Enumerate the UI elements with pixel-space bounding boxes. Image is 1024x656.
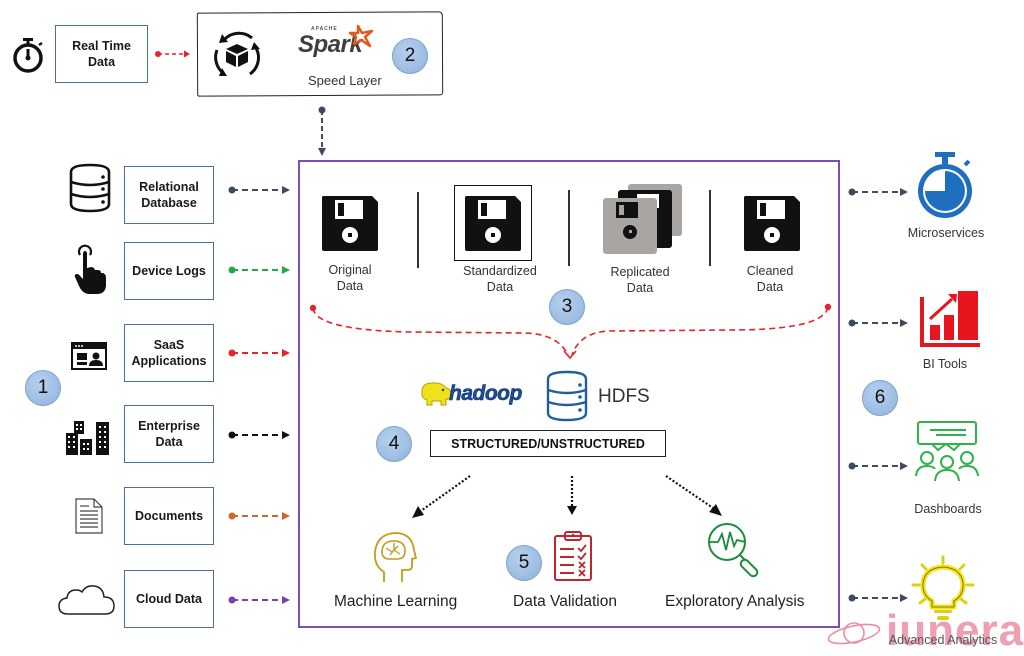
source-device-logs[interactable]: Device Logs xyxy=(124,242,214,300)
spark-star-icon xyxy=(348,24,374,48)
stopwatch-icon xyxy=(10,36,46,74)
step-badge-1: 1 xyxy=(25,370,61,406)
package-sync-icon xyxy=(210,28,264,82)
processing-label-validation: Data Validation xyxy=(513,593,617,610)
output-arrow xyxy=(848,319,908,327)
output-arrow xyxy=(848,462,908,470)
lightbulb-icon xyxy=(908,555,978,627)
processing-arrows xyxy=(412,475,722,518)
step-badge-4: 4 xyxy=(376,426,412,462)
step-badge-2: 2 xyxy=(392,38,428,74)
iunera-brand-text: iunera xyxy=(886,606,1024,655)
stage-label-replicated: Replicated Data xyxy=(610,265,670,296)
source-documents[interactable]: Documents xyxy=(124,487,214,545)
source-arrow xyxy=(228,186,290,194)
hadoop-elephant-icon xyxy=(421,382,452,406)
hadoop-logo-text: hadoop xyxy=(449,382,523,406)
source-arrow xyxy=(228,431,290,439)
output-label-microservices: Microservices xyxy=(907,226,985,240)
spark-logo: APACHE Spark xyxy=(298,24,378,66)
source-saas-applications[interactable]: SaaS Applications xyxy=(124,324,214,382)
speed-to-lake-arrow xyxy=(318,106,326,156)
floppy-original-icon xyxy=(320,193,380,253)
dashboards-people-icon xyxy=(912,420,982,482)
bi-chart-icon xyxy=(918,287,982,349)
source-relational-database[interactable]: Relational Database xyxy=(124,166,214,224)
speed-layer-label: Speed Layer xyxy=(308,73,382,88)
source-enterprise-data[interactable]: Enterprise Data xyxy=(124,405,214,463)
output-label-bi-tools: BI Tools xyxy=(922,357,968,371)
hdfs-database-icon xyxy=(546,370,588,422)
brain-head-icon xyxy=(372,530,418,584)
stage-label-standardized: Standardized Data xyxy=(463,264,537,295)
iunera-watermark: iunera xyxy=(826,606,1024,655)
source-arrow xyxy=(228,266,290,274)
web-app-icon xyxy=(71,342,107,370)
database-icon xyxy=(68,163,112,213)
document-icon xyxy=(75,498,103,534)
step-badge-3: 3 xyxy=(549,289,585,325)
realtime-data-box[interactable]: Real Time Data xyxy=(55,25,148,83)
source-arrow xyxy=(228,596,290,604)
source-arrow xyxy=(228,349,290,357)
microservices-stopwatch-icon xyxy=(912,151,978,221)
source-arrow xyxy=(228,512,290,520)
step-badge-5: 5 xyxy=(506,545,542,581)
spark-logo-apache: APACHE xyxy=(311,26,338,32)
stage-divider xyxy=(709,190,711,266)
floppy-replicated-icon xyxy=(602,183,684,255)
source-cloud-data[interactable]: Cloud Data xyxy=(124,570,214,628)
magnifier-pulse-icon xyxy=(705,522,767,578)
merge-arrow xyxy=(309,303,832,360)
output-label-dashboards: Dashboards xyxy=(914,502,982,516)
stage-label-original: Original Data xyxy=(328,263,372,294)
output-label-advanced-analytics: Advanced Analytics xyxy=(888,633,998,647)
data-lake-container xyxy=(298,160,840,628)
processing-label-exploratory: Exploratory Analysis xyxy=(665,593,805,610)
step-badge-6: 6 xyxy=(862,380,898,416)
cloud-icon xyxy=(58,584,116,616)
stage-label-cleaned: Cleaned Data xyxy=(746,264,794,295)
stage-divider xyxy=(568,190,570,266)
hadoop-logo: hadoop xyxy=(418,378,540,412)
touch-hand-icon xyxy=(73,244,107,296)
floppy-cleaned-icon xyxy=(742,193,802,253)
hdfs-label: HDFS xyxy=(598,386,650,407)
clipboard-checklist-icon xyxy=(552,530,594,582)
floppy-standardized-icon xyxy=(454,185,534,263)
structured-unstructured-box[interactable]: STRUCTURED/UNSTRUCTURED xyxy=(430,430,666,457)
output-arrow xyxy=(848,594,908,602)
buildings-icon xyxy=(65,420,111,456)
saturn-logo-icon xyxy=(827,622,881,645)
stage-divider xyxy=(417,192,419,268)
output-arrow xyxy=(848,188,908,196)
processing-label-ml: Machine Learning xyxy=(334,593,458,610)
realtime-arrow xyxy=(155,50,190,58)
